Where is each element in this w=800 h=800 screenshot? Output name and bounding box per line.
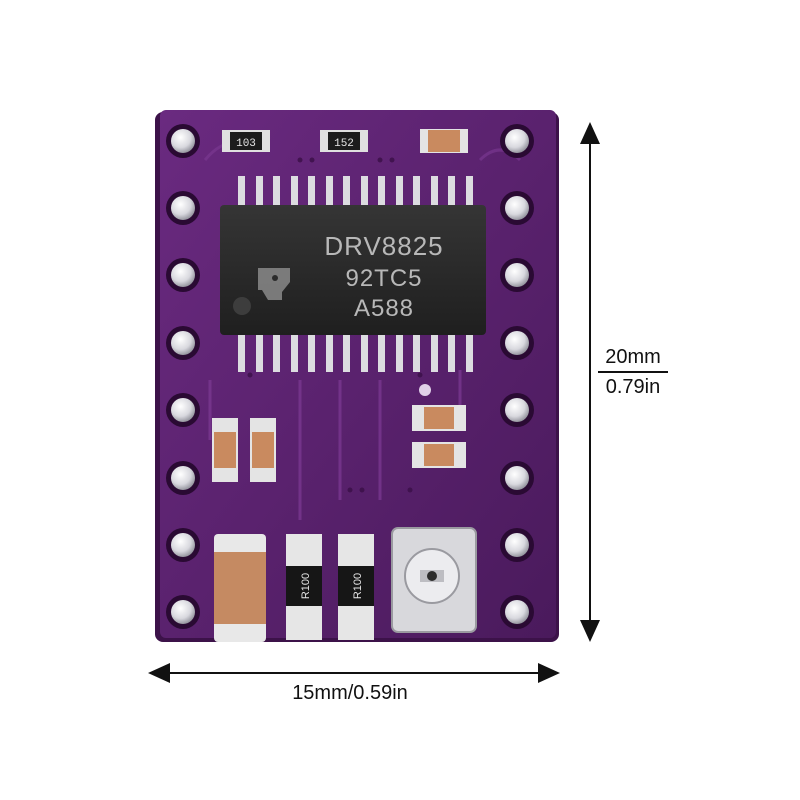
- capacitor-right-1: [412, 405, 466, 431]
- svg-text:103: 103: [236, 138, 256, 150]
- capacitor-left-1: [212, 418, 238, 482]
- svg-text:92TC5: 92TC5: [345, 265, 422, 292]
- svg-text:DRV8825: DRV8825: [324, 231, 443, 261]
- potentiometer: [391, 527, 477, 633]
- svg-text:A588: A588: [354, 295, 414, 322]
- capacitor-large: [214, 534, 266, 642]
- svg-text:R100: R100: [352, 573, 364, 599]
- resistor-152: 152: [320, 130, 368, 152]
- height-mm: 20mm: [605, 346, 661, 368]
- header-pins-left: [166, 124, 200, 629]
- svg-text:R100: R100: [300, 573, 312, 599]
- width-dimension-label: 15mm/0.59in: [292, 682, 408, 704]
- header-pins-right: [500, 124, 534, 629]
- capacitor-right-2: [412, 442, 466, 468]
- resistor-103: 103: [222, 130, 270, 152]
- svg-text:152: 152: [334, 138, 354, 150]
- height-dimension-label: 20mm 0.79in: [598, 344, 668, 400]
- drv8825-chip: DRV8825 92TC5 A588: [220, 205, 486, 335]
- ti-logo-icon: [258, 268, 290, 300]
- height-in: 0.79in: [605, 375, 661, 398]
- capacitor-left-2: [250, 418, 276, 482]
- sense-resistor-2: R100: [338, 534, 374, 640]
- sense-resistor-1: R100: [286, 534, 322, 640]
- chip-pins-bottom: [238, 328, 473, 372]
- fraction-divider: [598, 371, 668, 373]
- chip-pins-top: [238, 176, 473, 210]
- capacitor-top-right: [420, 129, 468, 153]
- test-pad: [419, 384, 431, 396]
